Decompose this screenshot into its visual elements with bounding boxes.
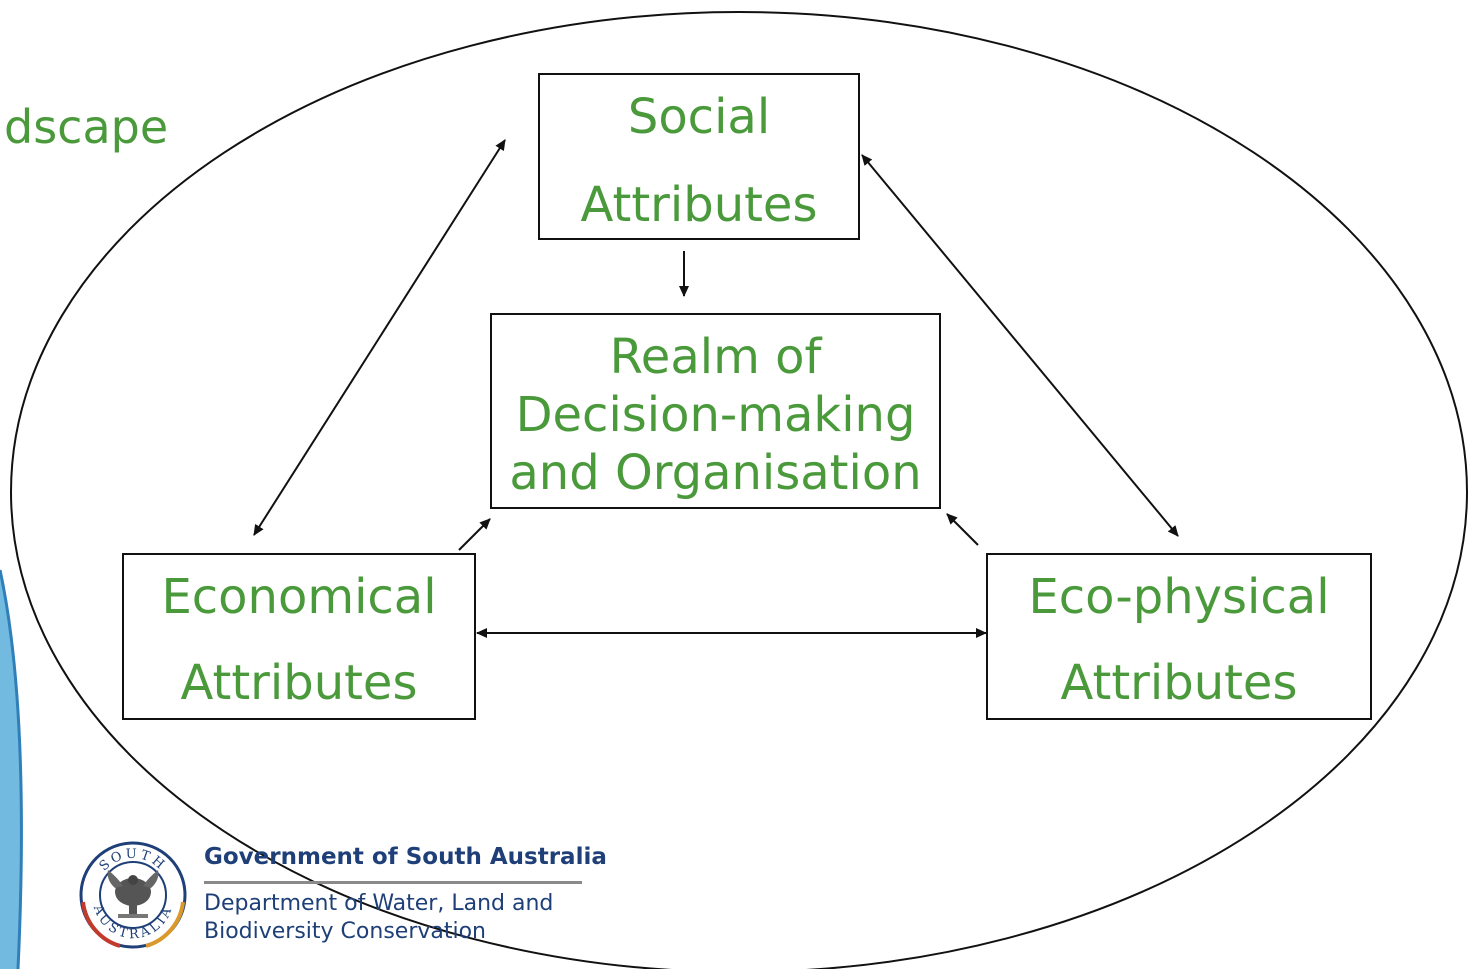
economical-line-2: Attributes bbox=[180, 655, 418, 711]
economical-line-1: Economical bbox=[161, 569, 437, 625]
boundary-ellipse bbox=[10, 11, 1468, 969]
partial-title: dscape bbox=[4, 100, 169, 154]
realm-decision-making-box: Realm of Decision-making and Organisatio… bbox=[490, 313, 941, 509]
ecophysical-line-2: Attributes bbox=[1060, 655, 1298, 711]
ecophysical-line-1: Eco-physical bbox=[1028, 569, 1330, 625]
department-line-1: Department of Water, Land and bbox=[204, 891, 554, 916]
arrow-social-economical bbox=[253, 139, 506, 536]
realm-line-1: Realm of bbox=[609, 329, 822, 385]
arrow-economical-to-realm bbox=[458, 518, 491, 551]
social-line-2: Attributes bbox=[580, 177, 818, 233]
government-name: Government of South Australia bbox=[204, 844, 607, 870]
department-line-2: Biodiversity Conservation bbox=[204, 919, 487, 944]
social-attributes-box: Social Attributes bbox=[538, 73, 860, 240]
economical-attributes-box: Economical Attributes bbox=[122, 553, 476, 720]
arrow-social-ecophysical bbox=[861, 154, 1179, 537]
government-divider bbox=[204, 881, 582, 884]
ecophysical-attributes-box: Eco-physical Attributes bbox=[986, 553, 1372, 720]
side-arc-decoration bbox=[0, 569, 23, 969]
realm-line-2: Decision-making bbox=[515, 387, 916, 443]
social-line-1: Social bbox=[627, 89, 771, 145]
arrow-ecophysical-to-realm bbox=[946, 513, 979, 546]
realm-line-3: and Organisation bbox=[509, 445, 922, 501]
south-australia-crest-logo: SOUTH AUSTRALIA bbox=[79, 841, 187, 949]
